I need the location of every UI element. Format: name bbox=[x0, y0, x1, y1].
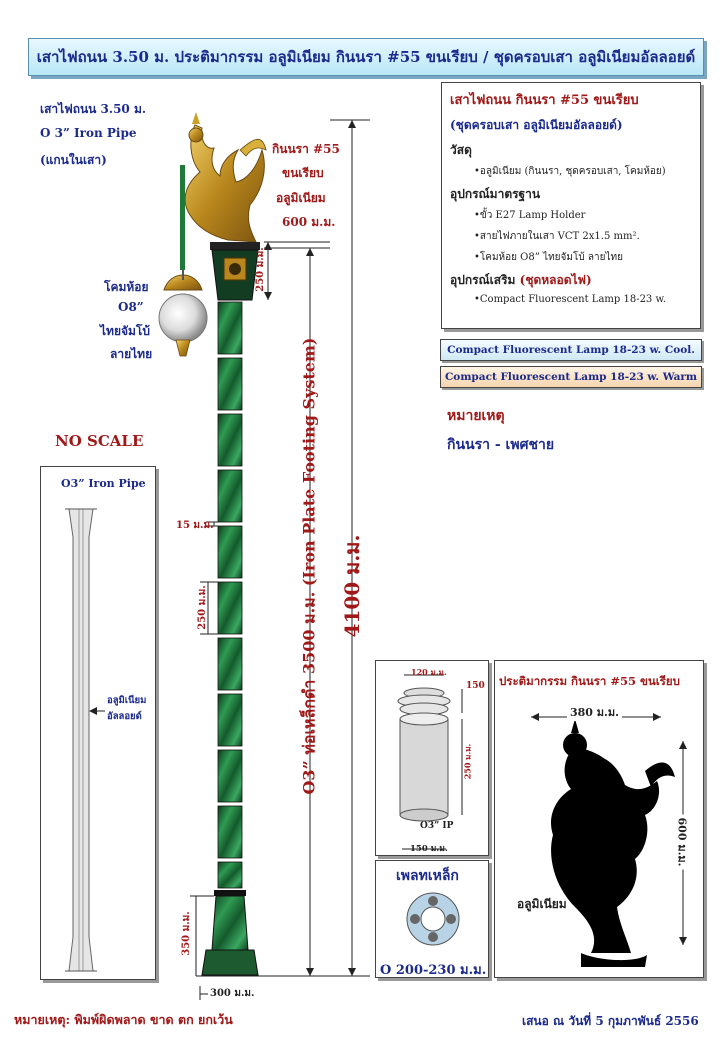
lamp-label-3: ไทยจัมโบ้ bbox=[100, 324, 150, 338]
dim-segment-label: 250 ม.ม. bbox=[196, 585, 208, 630]
statue-panel-title: ประติมากรรม กินนรา #55 ขนเรียบ bbox=[499, 674, 680, 688]
lamp-label-1: โคมห้อย bbox=[104, 280, 149, 294]
statue-label-2: ขนเรียบ bbox=[282, 166, 324, 180]
plate-size: O 200-230 ม.ม. bbox=[380, 963, 487, 978]
lamp-option-cool: Compact Fluorescent Lamp 18-23 w. Cool. bbox=[440, 339, 702, 361]
spec-heading: เสาไฟถนน กินนรา #55 ขนเรียบ bbox=[450, 93, 639, 108]
pipe-height-label: O3” ท่อเหล็กดำ 3500 ม.ม. (Iron Plate Foo… bbox=[299, 337, 319, 795]
standard-item: •ขั้ว E27 Lamp Holder bbox=[474, 210, 586, 221]
statue-material: อลูมิเนียม bbox=[517, 897, 567, 911]
statue-panel: ประติมากรรม กินนรา #55 ขนเรียบ 380 ม.ม. … bbox=[494, 660, 704, 978]
sleeve-panel: 120 ม.ม. 150 250 ม.ม. O3” IP 150 ม.ม. bbox=[375, 660, 489, 856]
extra-title: อุปกรณ์เสริม (ชุดหลอดไฟ) bbox=[450, 271, 692, 290]
pole-base bbox=[201, 890, 259, 976]
material-title: วัสดุ bbox=[450, 143, 472, 157]
dim-head-label: 250 ม.ม. bbox=[254, 247, 266, 292]
total-height-label: 4100 ม.ม. bbox=[340, 534, 364, 638]
sleeve-height-top: 150 bbox=[466, 681, 485, 691]
statue-height: 600 ม.ม. bbox=[673, 814, 692, 870]
material-item: •อลูมิเนียม (กินนรา, ชุดครอบเสา, โคมห้อย… bbox=[474, 166, 666, 177]
spec-box: เสาไฟถนน กินนรา #55 ขนเรียบ (ชุดครอบเสา … bbox=[441, 82, 701, 329]
lamp-label-4: ลายไทย bbox=[110, 347, 153, 361]
footer-note: หมายเหตุ: พิมพ์ผิดพลาด ขาด ตก ยกเว้น bbox=[14, 1012, 233, 1027]
no-scale-label: NO SCALE bbox=[55, 432, 144, 450]
sleeve-pipe: O3” IP bbox=[420, 821, 454, 831]
footer-date: เสนอ ณ วันที่ 5 กุมภาพันธ์ 2556 bbox=[522, 1014, 699, 1028]
iron-pipe-label: O 3” Iron Pipe bbox=[40, 126, 137, 140]
statue-label-3: อลูมิเนียม bbox=[276, 191, 326, 205]
pipe-panel-title: O3” Iron Pipe bbox=[61, 477, 146, 490]
pole-segments bbox=[217, 301, 243, 889]
lamp-arm bbox=[180, 165, 185, 270]
page-title: เสาไฟถนน 3.50 ม. ประติมากรรม อลูมิเนียม … bbox=[36, 48, 696, 66]
pole-head bbox=[210, 242, 260, 301]
pipe-panel: O3” Iron Pipe อลูมิเนียม อัลลอยด์ bbox=[40, 466, 156, 980]
note-text: กินนรา - เพศชาย bbox=[447, 437, 555, 453]
statue-label-1: กินนรา #55 bbox=[272, 142, 340, 156]
pole-size-label: เสาไฟถนน 3.50 ม. bbox=[40, 102, 147, 116]
sleeve-width-top: 120 ม.ม. bbox=[411, 667, 447, 677]
note-title: หมายเหตุ bbox=[447, 408, 505, 424]
title-bar: เสาไฟถนน 3.50 ม. ประติมากรรม อลูมิเนียม … bbox=[28, 38, 704, 76]
statue-label-4: 600 ม.ม. bbox=[282, 215, 336, 229]
lamp-option-warm: Compact Fluorescent Lamp 18-23 w. Warm bbox=[440, 366, 702, 388]
core-label: (แกนในเสา) bbox=[40, 153, 107, 167]
dim-base-label: 350 ม.ม. bbox=[180, 911, 192, 956]
pipe-material-1: อลูมิเนียม bbox=[107, 695, 147, 706]
extra-item: •Compact Fluorescent Lamp 18-23 w. bbox=[474, 294, 667, 305]
spec-subheading: (ชุดครอบเสา อลูมิเนียมอัลลอยด์) bbox=[450, 118, 623, 132]
hanging-lamp bbox=[158, 270, 208, 357]
standard-item: •สายไฟภายในเสา VCT 2x1.5 mm². bbox=[474, 231, 640, 242]
sleeve-width-bottom: 150 ม.ม. bbox=[410, 844, 448, 854]
sleeve-height-body: 250 ม.ม. bbox=[462, 743, 473, 780]
plate-panel: เพลทเหล็ก O 200-230 ม.ม. bbox=[375, 860, 489, 978]
dim-gap-label: 15 ม.ม. bbox=[176, 520, 214, 531]
dim-base-width-label: 300 ม.ม. bbox=[208, 986, 257, 1001]
extra-title-accent: (ชุดหลอดไฟ) bbox=[519, 273, 592, 287]
pipe-material-2: อัลลอยด์ bbox=[107, 711, 142, 722]
plate-title: เพลทเหล็ก bbox=[396, 868, 459, 884]
extra-title-text: อุปกรณ์เสริม bbox=[450, 273, 516, 287]
standard-title: อุปกรณ์มาตรฐาน bbox=[450, 187, 541, 201]
standard-item: •โคมห้อย O8” ไทยจัมโบ้ ลายไทย bbox=[474, 252, 623, 263]
kinnari-statue bbox=[184, 112, 267, 243]
statue-width: 380 ม.ม. bbox=[567, 703, 622, 721]
lamp-label-2: O8” bbox=[118, 300, 144, 314]
